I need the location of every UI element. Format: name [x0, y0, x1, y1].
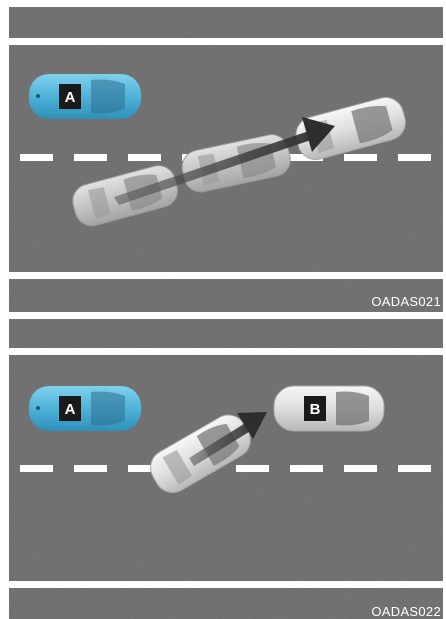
- diagram-panel-lane-change: A OADAS021: [9, 7, 443, 312]
- vehicle-a-label: A: [65, 89, 76, 106]
- lane-line-bottom: [9, 272, 443, 279]
- lane-line-bottom: [9, 581, 443, 588]
- vehicle-b-label: B: [310, 401, 321, 418]
- figure-code: OADAS022: [371, 604, 441, 619]
- road-scene-2: A B: [9, 319, 443, 619]
- vehicle-a-label: A: [65, 401, 76, 418]
- lane-line-top: [9, 38, 443, 45]
- vehicle-a-car: A: [29, 74, 141, 119]
- vehicle-a-car: A: [29, 386, 141, 431]
- lane-line-top: [9, 348, 443, 355]
- figure-code: OADAS021: [371, 294, 441, 309]
- vehicle-b-car: B: [274, 386, 384, 431]
- diagram-panel-cut-in: A B OADAS022: [9, 319, 443, 619]
- road-scene-1: A: [9, 7, 443, 312]
